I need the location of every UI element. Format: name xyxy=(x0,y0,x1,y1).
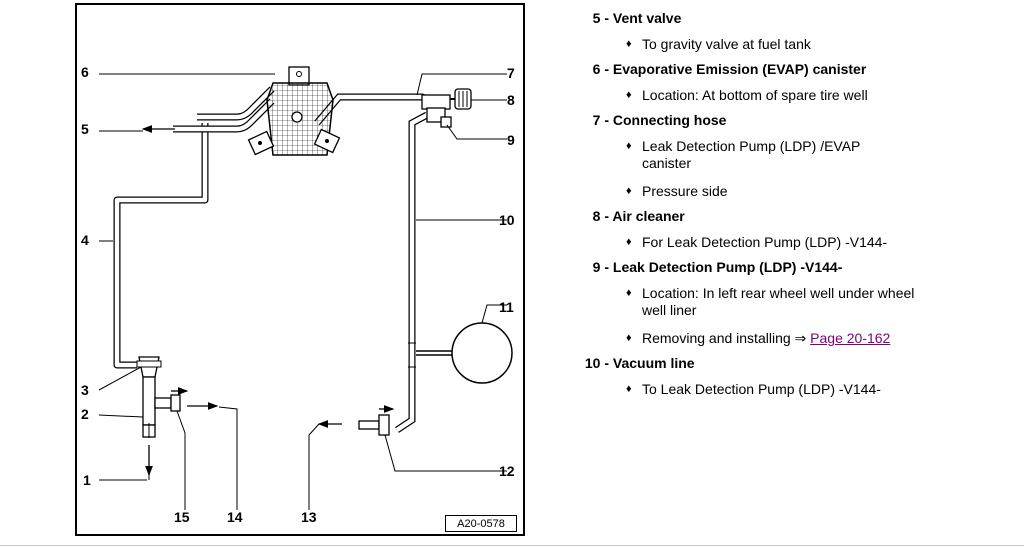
valve-assembly xyxy=(136,356,189,477)
legend-item-title: 10 - Vacuum line xyxy=(581,355,1015,372)
callout-10: 10 xyxy=(499,212,515,228)
bullet-list: ♦ For Leak Detection Pump (LDP) -V144- xyxy=(626,234,1015,251)
callout-8: 8 xyxy=(507,92,515,108)
bullet-list: ♦ Location: At bottom of spare tire well xyxy=(626,87,1015,104)
hose-4 xyxy=(113,123,209,369)
legend-item-5: 5 - Vent valve ♦ To gravity valve at fuel… xyxy=(590,10,1015,53)
item-number: 8 - xyxy=(592,208,609,224)
reservoir-11 xyxy=(451,322,513,384)
callout-12: 12 xyxy=(499,463,515,479)
callout-6: 6 xyxy=(81,64,89,80)
bullet-item: ♦ Location: In left rear wheel well under… xyxy=(626,285,922,319)
bullet-item: ♦ For Leak Detection Pump (LDP) -V144- xyxy=(626,234,1015,251)
legend-item-6: 6 - Evaporative Emission (EVAP) canister… xyxy=(590,61,1015,104)
callout-11: 11 xyxy=(499,299,514,315)
bottom-divider xyxy=(0,545,1024,546)
item-title-text: Connecting hose xyxy=(612,112,727,128)
bullet-text: For Leak Detection Pump (LDP) -V144- xyxy=(642,234,888,250)
bullet-item: ♦ To Leak Detection Pump (LDP) -V144- xyxy=(626,381,1015,398)
item-title-text: Vacuum line xyxy=(612,355,695,371)
diamond-bullet-icon: ♦ xyxy=(626,383,632,395)
callout-1: 1 xyxy=(83,472,91,488)
callout-2: 2 xyxy=(81,406,89,422)
figure-id-label: A20-0578 xyxy=(445,515,517,532)
legend-item-8: 8 - Air cleaner ♦ For Leak Detection Pump… xyxy=(590,208,1015,251)
bullet-text: Pressure side xyxy=(642,183,728,199)
bullet-list: ♦ Location: In left rear wheel well under… xyxy=(626,285,1015,347)
legend-item-9: 9 - Leak Detection Pump (LDP) -V144- ♦ Lo… xyxy=(590,259,1015,347)
legend-item-title: 7 - Connecting hose xyxy=(590,112,1015,129)
item-number: 6 - xyxy=(592,61,609,77)
vent-valve-5-lines xyxy=(173,86,275,133)
callout-5: 5 xyxy=(81,121,89,137)
diamond-bullet-icon: ♦ xyxy=(626,287,632,299)
bullet-list: ♦ Leak Detection Pump (LDP) /EVAP caniste… xyxy=(626,138,1015,200)
callout-15: 15 xyxy=(174,509,190,525)
diamond-bullet-icon: ♦ xyxy=(626,140,632,152)
diamond-bullet-icon: ♦ xyxy=(626,38,632,50)
bullet-list: ♦ To Leak Detection Pump (LDP) -V144- xyxy=(626,381,1015,398)
right-double-arrow-icon: ⇒ xyxy=(794,330,807,346)
bullet-text: Location: At bottom of spare tire well xyxy=(642,87,868,103)
callout-9: 9 xyxy=(507,132,515,148)
legend-item-title: 8 - Air cleaner xyxy=(590,208,1015,225)
evap-system-diagram: 6 5 4 3 2 1 7 8 9 10 11 12 13 14 15 A20-… xyxy=(75,3,525,536)
callout-14: 14 xyxy=(227,509,243,525)
legend-item-10: 10 - Vacuum line ♦ To Leak Detection Pump… xyxy=(585,355,1015,398)
item-title-text: Air cleaner xyxy=(612,208,685,224)
bullet-list: ♦ To gravity valve at fuel tank xyxy=(626,36,1015,53)
bullet-text: To Leak Detection Pump (LDP) -V144- xyxy=(642,381,881,397)
bullet-text: Leak Detection Pump (LDP) /EVAP canister xyxy=(642,138,861,171)
item-title-text: Vent valve xyxy=(612,10,682,26)
callout-4: 4 xyxy=(81,232,89,248)
bullet-item: ♦ To gravity valve at fuel tank xyxy=(626,36,1015,53)
page-link[interactable]: Page 20-162 xyxy=(810,330,891,346)
item-number: 10 - xyxy=(584,355,609,371)
diamond-bullet-icon: ♦ xyxy=(626,89,632,101)
bullet-text: Removing and installing xyxy=(642,330,795,346)
legend-item-title: 6 - Evaporative Emission (EVAP) canister xyxy=(590,61,1015,78)
bullet-item: ♦ Location: At bottom of spare tire well xyxy=(626,87,1015,104)
item-number: 7 - xyxy=(592,112,609,128)
item-title-text: Leak Detection Pump (LDP) -V144- xyxy=(612,259,843,275)
diamond-bullet-icon: ♦ xyxy=(626,236,632,248)
legend-item-7: 7 - Connecting hose ♦ Leak Detection Pump… xyxy=(590,112,1015,200)
callout-3: 3 xyxy=(81,382,89,398)
legend-item-title: 9 - Leak Detection Pump (LDP) -V144- xyxy=(590,259,1015,276)
bullet-item: ♦ Pressure side xyxy=(626,183,1015,200)
callout-13: 13 xyxy=(301,509,317,525)
evap-canister xyxy=(247,66,341,156)
diagram-drawing xyxy=(98,66,513,510)
diamond-bullet-icon: ♦ xyxy=(626,332,632,344)
bullet-item: ♦ Removing and installing ⇒ Page 20-162 xyxy=(626,330,1015,347)
bullet-text: To gravity valve at fuel tank xyxy=(642,36,811,52)
leak-detection-pump xyxy=(421,88,472,128)
parts-legend: 5 - Vent valve ♦ To gravity valve at fuel… xyxy=(585,8,1015,406)
item-number: 9 - xyxy=(592,259,609,275)
item-number: 5 - xyxy=(592,10,609,26)
bullet-text: Location: In left rear wheel well under … xyxy=(642,285,915,318)
diamond-bullet-icon: ♦ xyxy=(626,185,632,197)
legend-item-title: 5 - Vent valve xyxy=(590,10,1015,27)
callout-7: 7 xyxy=(507,65,515,81)
item-title-text: Evaporative Emission (EVAP) canister xyxy=(612,61,867,77)
fitting-12 xyxy=(358,405,395,436)
bullet-item: ♦ Leak Detection Pump (LDP) /EVAP caniste… xyxy=(626,138,892,172)
